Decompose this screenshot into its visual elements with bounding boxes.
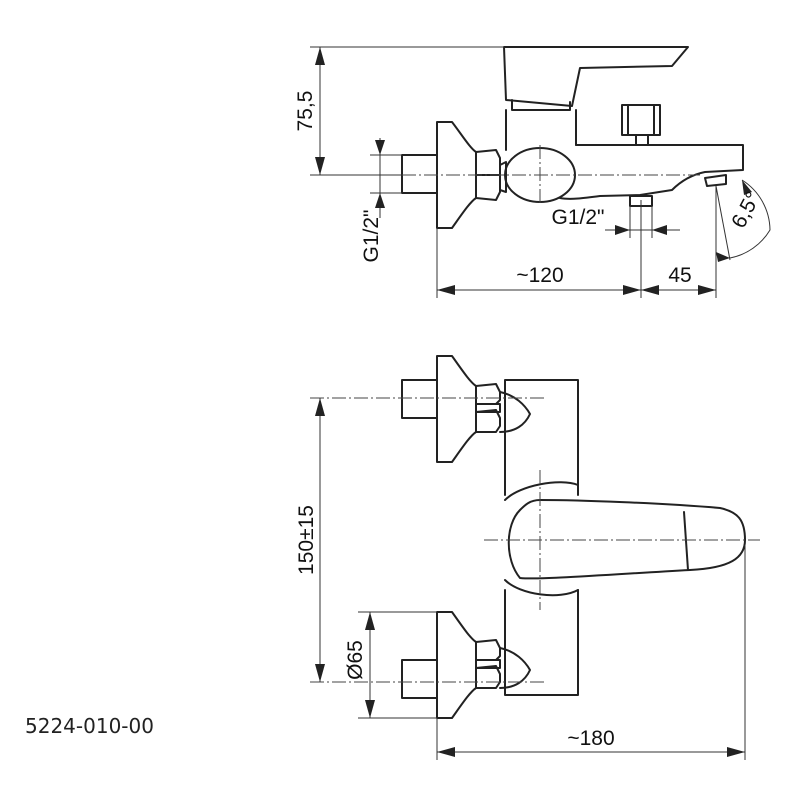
side-body bbox=[505, 109, 577, 151]
front-view: 150±15 Ø65 ~180 bbox=[295, 355, 760, 760]
dim-centers-label: 150±15 bbox=[295, 505, 318, 575]
dim-height-label: 75,5 bbox=[294, 91, 317, 132]
dim-inlet-thread-label: G1/2" bbox=[360, 210, 383, 263]
side-escutcheon bbox=[436, 121, 477, 229]
front-lower-inlet bbox=[401, 611, 531, 719]
dim-spout-reach-label: 45 bbox=[668, 264, 691, 287]
front-lever-handle bbox=[507, 499, 746, 580]
side-lever-handle bbox=[503, 46, 689, 107]
dim-width-label: ~180 bbox=[567, 727, 614, 750]
front-body bbox=[504, 379, 579, 696]
side-lever-stem bbox=[511, 99, 571, 111]
side-diverter-knob bbox=[621, 104, 661, 136]
dim-escutcheon-label: Ø65 bbox=[344, 640, 367, 680]
dim-outlet-thread-label: G1/2" bbox=[552, 206, 605, 229]
side-spout-tip bbox=[704, 174, 727, 187]
side-spout bbox=[559, 144, 744, 200]
dim-angle-label: 6,5° bbox=[727, 188, 765, 232]
side-view: 75,5 G1/2" G1/2" ~120 45 6,5° bbox=[294, 46, 771, 298]
dim-length-label: ~120 bbox=[516, 264, 563, 287]
side-inlet-connector bbox=[401, 154, 438, 194]
product-code: 5224-010-00 bbox=[25, 714, 154, 738]
front-upper-inlet bbox=[401, 355, 531, 463]
